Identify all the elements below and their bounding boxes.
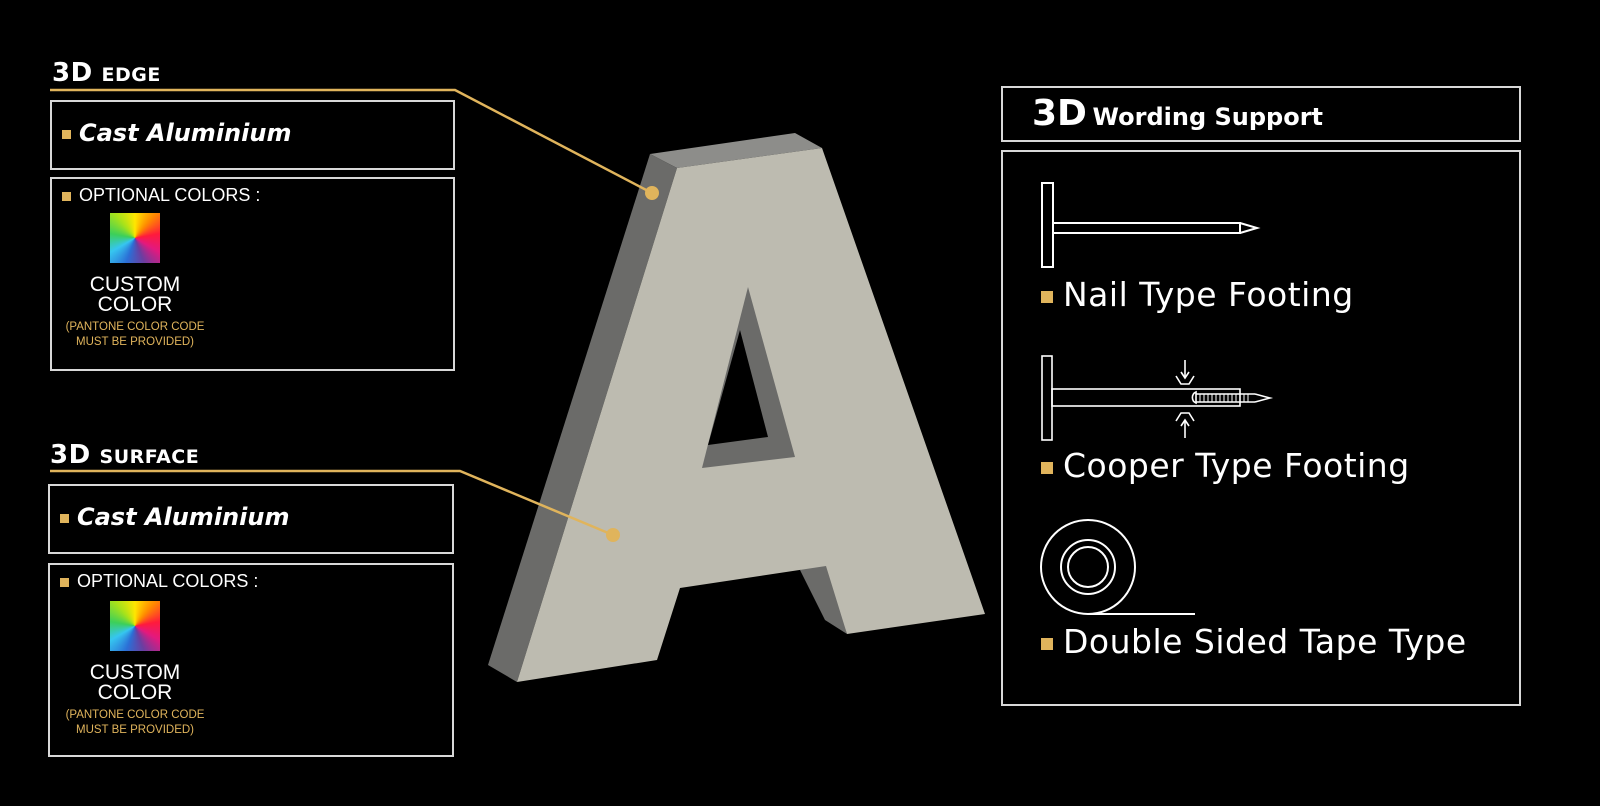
pantone-line1: (PANTONE COLOR CODE xyxy=(65,709,205,721)
bullet-icon xyxy=(60,577,69,587)
surface-material-box: Cast Aluminium xyxy=(48,484,454,554)
bullet-icon xyxy=(62,129,71,139)
custom-color-line2: COLOR xyxy=(97,681,173,704)
surface-colors-box: OPTIONAL COLORS : CUSTOM COLOR (PANTONE … xyxy=(48,563,454,757)
support-title-3d: 3D xyxy=(1032,93,1087,134)
screw-footing-icon xyxy=(1041,355,1274,441)
bullet-icon xyxy=(62,191,71,201)
edge-heading-label: EDGE xyxy=(101,64,161,86)
edge-leader-line xyxy=(50,88,659,200)
bullet-icon xyxy=(1041,461,1053,474)
pantone-line1: (PANTONE COLOR CODE xyxy=(65,321,205,333)
edge-heading: 3D EDGE xyxy=(52,58,161,88)
custom-color-line1: CUSTOM xyxy=(89,273,181,296)
edge-pantone-note: (PANTONE COLOR CODE MUST BE PROVIDED) xyxy=(55,320,215,350)
support-options-box xyxy=(1001,150,1521,706)
letter-hole xyxy=(708,330,768,445)
edge-material-label: Cast Aluminium xyxy=(79,119,292,147)
edge-marker-dot xyxy=(645,186,659,200)
tape-roll-icon xyxy=(1040,519,1195,615)
edge-colors-box: OPTIONAL COLORS : CUSTOM COLOR (PANTONE … xyxy=(50,177,455,371)
3d-letter-a xyxy=(488,133,985,682)
footing-item-tape: Double Sided Tape Type xyxy=(1041,622,1467,661)
letter-side-face xyxy=(488,154,677,682)
footing-label: Cooper Type Footing xyxy=(1063,446,1410,485)
surface-material: Cast Aluminium xyxy=(60,503,289,531)
edge-optional-colors: OPTIONAL COLORS : xyxy=(62,185,260,206)
edge-optional-label: OPTIONAL COLORS : xyxy=(79,185,261,205)
surface-custom-color: CUSTOM COLOR xyxy=(70,661,200,704)
surface-heading: 3D SURFACE xyxy=(50,440,199,470)
footing-label: Double Sided Tape Type xyxy=(1063,622,1467,661)
color-wheel-swatch-icon xyxy=(110,601,160,651)
surface-heading-3d: 3D xyxy=(50,440,91,470)
surface-optional-label: OPTIONAL COLORS : xyxy=(77,571,259,591)
bullet-icon xyxy=(1041,290,1053,303)
footing-item-nail: Nail Type Footing xyxy=(1041,275,1354,314)
surface-optional-colors: OPTIONAL COLORS : xyxy=(60,571,258,592)
color-wheel-swatch-icon xyxy=(110,213,160,263)
surface-material-label: Cast Aluminium xyxy=(77,503,290,531)
bullet-icon xyxy=(1041,637,1053,650)
surface-marker-dot xyxy=(606,528,620,542)
surface-leader-line xyxy=(50,469,620,542)
edge-material-box: Cast Aluminium xyxy=(50,100,455,170)
surface-heading-label: SURFACE xyxy=(99,446,200,468)
support-title-label: Wording Support xyxy=(1092,103,1324,131)
letter-inner-side xyxy=(800,556,847,634)
footing-item-cooper: Cooper Type Footing xyxy=(1041,446,1410,485)
support-title: 3D Wording Support xyxy=(1032,93,1323,134)
pantone-line2: MUST BE PROVIDED) xyxy=(76,336,194,348)
nail-icon xyxy=(1041,182,1261,268)
custom-color-line2: COLOR xyxy=(97,293,173,316)
edge-material: Cast Aluminium xyxy=(62,119,291,147)
pantone-line2: MUST BE PROVIDED) xyxy=(76,724,194,736)
custom-color-line1: CUSTOM xyxy=(89,661,181,684)
letter-top-face xyxy=(650,133,822,168)
bullet-icon xyxy=(60,513,69,523)
edge-heading-3d: 3D xyxy=(52,58,93,88)
support-title-box: 3D Wording Support xyxy=(1001,86,1521,142)
edge-custom-color: CUSTOM COLOR xyxy=(70,273,200,316)
surface-pantone-note: (PANTONE COLOR CODE MUST BE PROVIDED) xyxy=(55,708,215,738)
footing-label: Nail Type Footing xyxy=(1063,275,1354,314)
